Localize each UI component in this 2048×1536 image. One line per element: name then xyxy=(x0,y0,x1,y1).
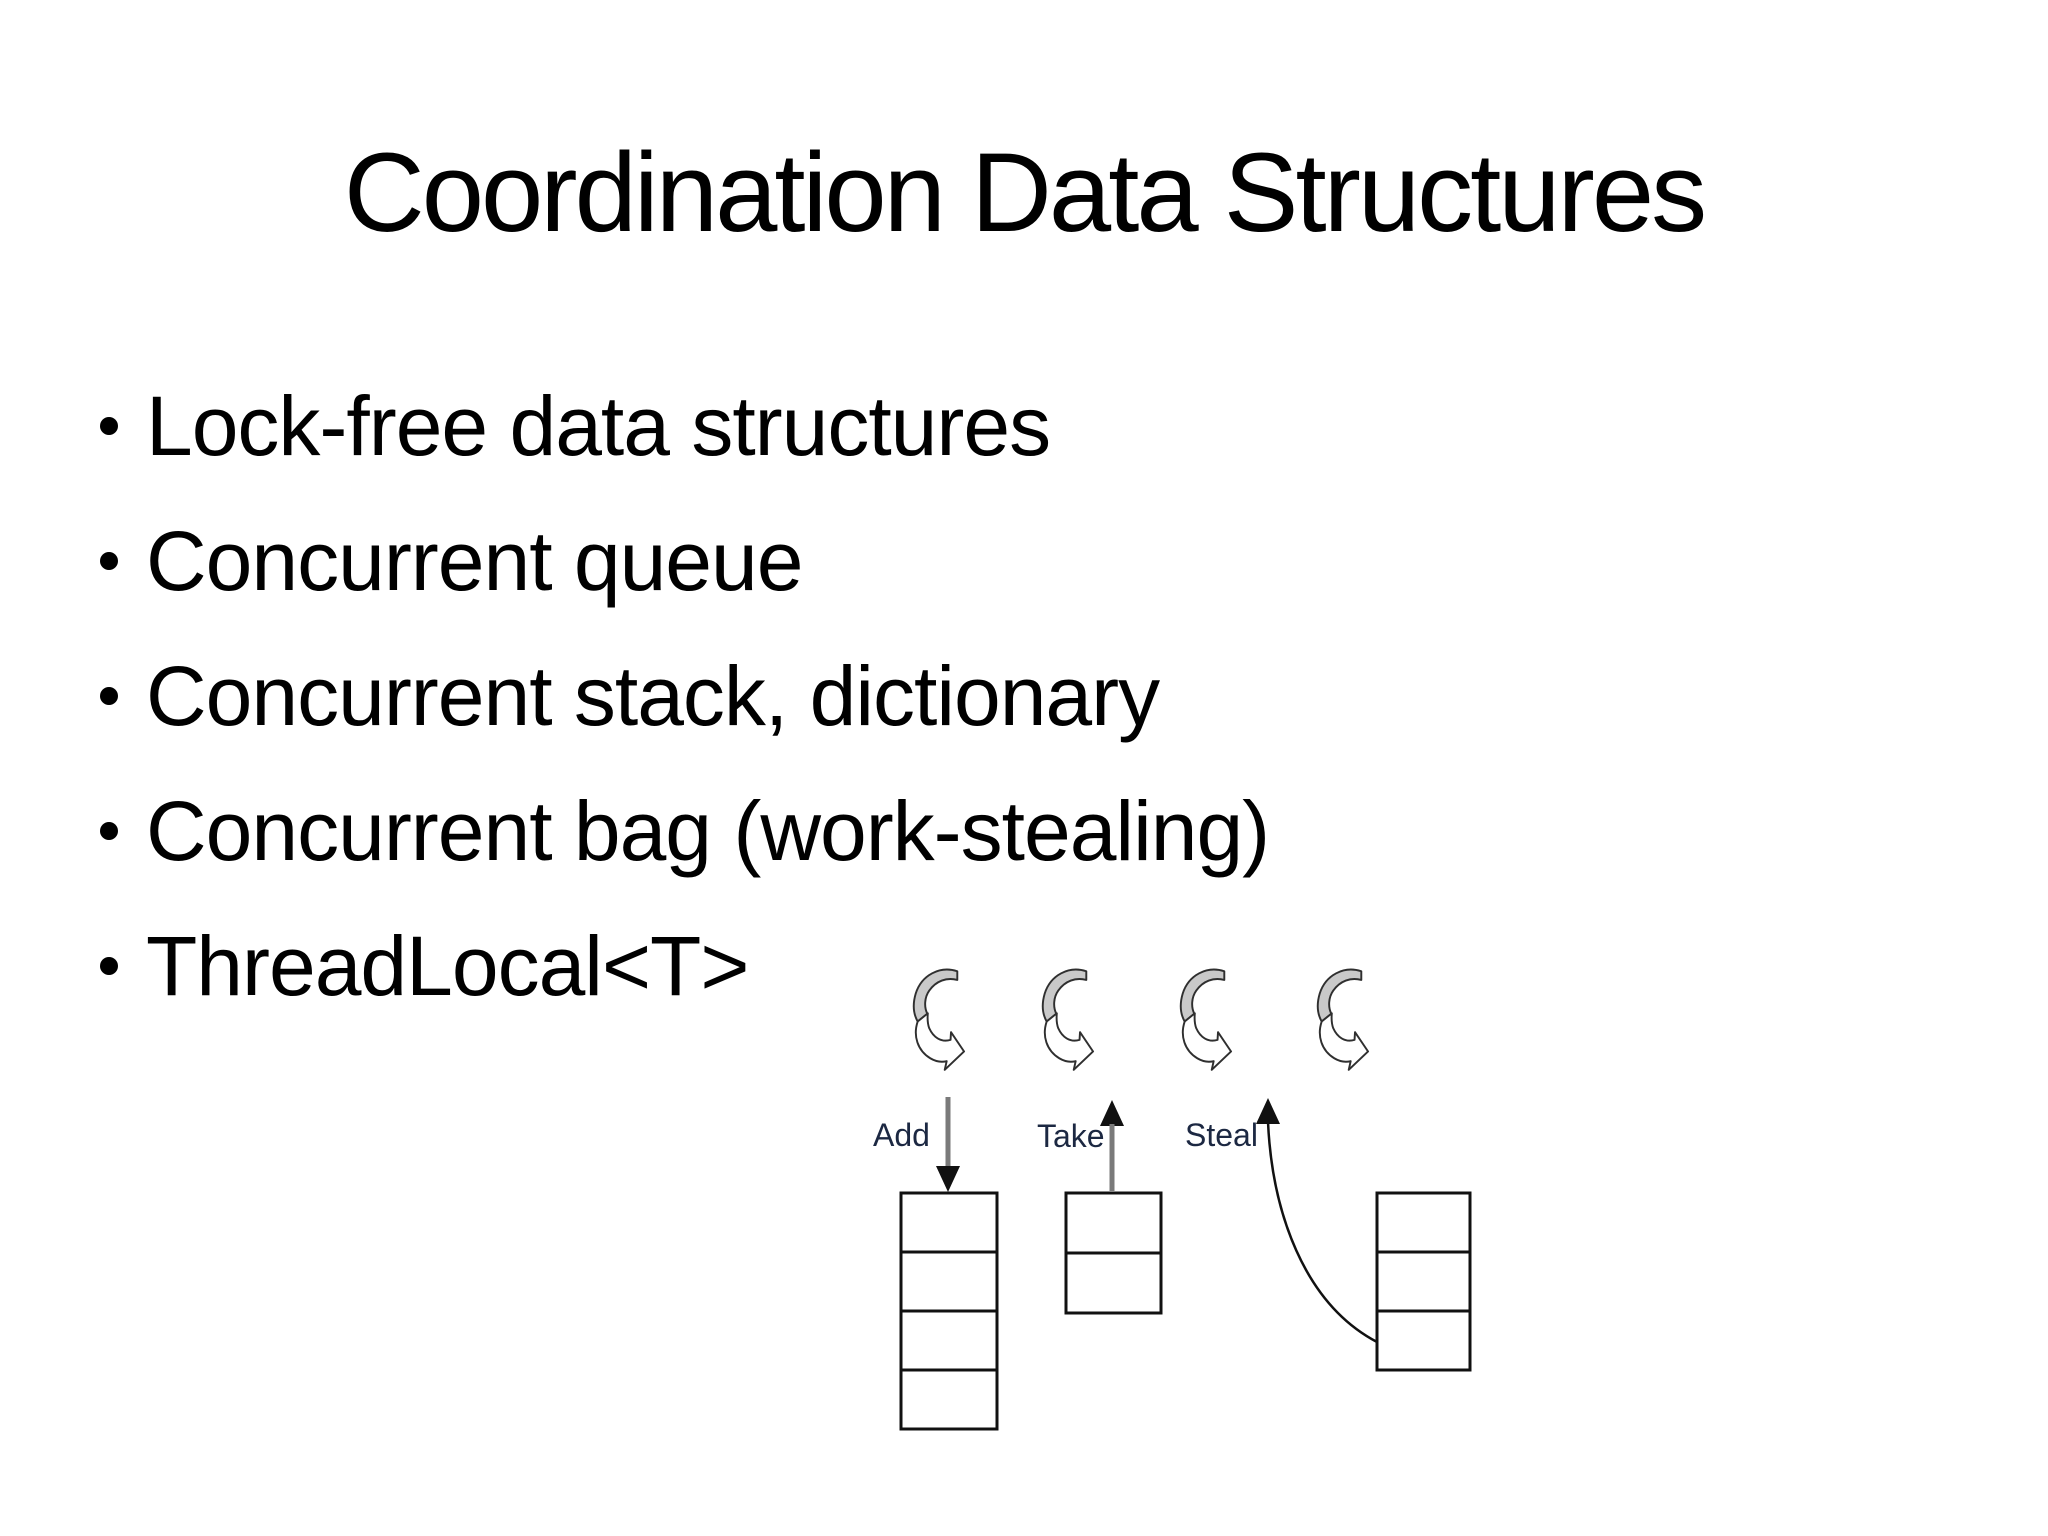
take-label: Take xyxy=(1037,1118,1105,1154)
bullet-item: Concurrent stack, dictionary xyxy=(100,629,1269,764)
stack-cell xyxy=(1375,1250,1472,1313)
thread-loop-icon xyxy=(1179,968,1233,1071)
stack-cell xyxy=(1064,1251,1163,1315)
add-label: Add xyxy=(873,1117,930,1153)
thread-loop-icon xyxy=(1316,968,1370,1071)
stack-cell xyxy=(1375,1191,1472,1254)
stack-cell xyxy=(899,1250,999,1313)
take-arrowhead-icon xyxy=(1100,1100,1124,1126)
bullet-item: Lock-free data structures xyxy=(100,359,1269,494)
bullet-item: Concurrent bag (work-stealing) xyxy=(100,764,1270,899)
work-queue-stack xyxy=(1064,1191,1163,1315)
thread-loop-icon xyxy=(912,968,966,1071)
steal-label: Steal xyxy=(1185,1117,1258,1153)
stack-cell xyxy=(1375,1309,1472,1372)
add-arrowhead-icon xyxy=(936,1166,960,1192)
steal-arrow-curve xyxy=(1266,1121,1378,1344)
work-queue-stack xyxy=(899,1191,999,1431)
stack-cell xyxy=(899,1368,999,1431)
stack-cell xyxy=(899,1309,999,1372)
thread-loop-icon xyxy=(1041,968,1095,1071)
work-queue-stack xyxy=(1375,1191,1472,1372)
steal-arrowhead-icon xyxy=(1256,1098,1280,1124)
bullet-item: Concurrent queue xyxy=(100,494,1269,629)
stack-cell xyxy=(899,1191,999,1254)
bullet-list: Lock-free data structures Concurrent que… xyxy=(100,359,1270,1034)
work-queue-stacks xyxy=(899,1191,1472,1431)
slide-title: Coordination Data Structures xyxy=(343,130,1707,255)
bullet-item: ThreadLocal<T> xyxy=(100,899,1269,1034)
stack-cell xyxy=(1064,1191,1163,1255)
